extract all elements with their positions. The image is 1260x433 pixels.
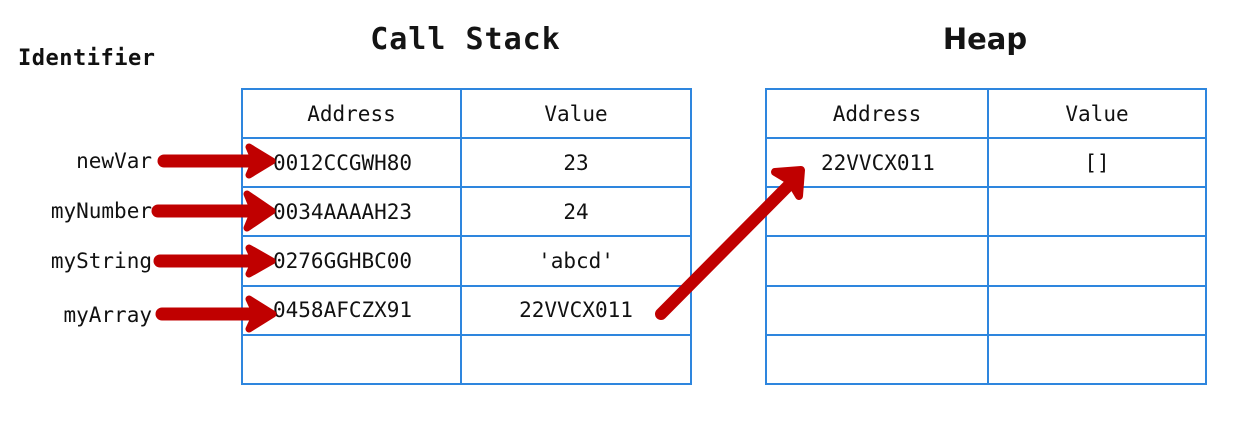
table-row: 0034AAAAH23 24 [241,186,692,238]
heap-value-4 [987,333,1207,386]
heap-value-1 [987,186,1207,238]
call-stack-value-2: 'abcd' [460,235,692,287]
table-header-row: Address Value [241,87,692,140]
identifier-label-newvar: newVar [76,149,152,173]
identifier-label-myarray: myArray [63,303,152,327]
identifier-column-caption: Identifier [18,46,156,71]
identifier-label-mystring: myString [50,249,152,273]
heap-value-3 [987,284,1207,336]
heap-title: Heap [942,22,1028,56]
call-stack-value-4 [460,333,692,386]
table-row [765,186,1207,238]
call-stack-address-4 [241,333,462,386]
table-header-row: Address Value [765,87,1207,140]
call-stack-header-value: Value [460,87,692,140]
call-stack-value-1: 24 [460,186,692,238]
table-row [765,235,1207,287]
call-stack-address-2: 0276GGHBC00 [241,235,462,287]
call-stack-address-1: 0034AAAAH23 [241,186,462,238]
table-row: 0276GGHBC00 'abcd' [241,235,692,287]
heap-address-0: 22VVCX011 [765,137,989,189]
table-row [765,333,1207,386]
heap-address-2 [765,235,989,287]
identifier-label-mynumber: myNumber [50,199,152,223]
table-row: 0458AFCZX91 22VVCX011 [241,284,692,336]
call-stack-value-0: 23 [460,137,692,189]
table-row: 22VVCX011 [] [765,137,1207,189]
table-row [765,284,1207,336]
call-stack-value-3: 22VVCX011 [460,284,692,336]
call-stack-table: Address Value 0012CCGWH80 23 0034AAAAH23… [241,87,692,386]
table-row [241,333,692,386]
heap-address-3 [765,284,989,336]
table-row: 0012CCGWH80 23 [241,137,692,189]
heap-address-4 [765,333,989,386]
heap-header-value: Value [987,87,1207,140]
call-stack-title: Call Stack [370,22,561,57]
heap-value-0: [] [987,137,1207,189]
heap-table: Address Value 22VVCX011 [] [765,87,1207,386]
heap-value-2 [987,235,1207,287]
call-stack-header-address: Address [241,87,462,140]
call-stack-address-0: 0012CCGWH80 [241,137,462,189]
call-stack-address-3: 0458AFCZX91 [241,284,462,336]
heap-address-1 [765,186,989,238]
heap-header-address: Address [765,87,989,140]
